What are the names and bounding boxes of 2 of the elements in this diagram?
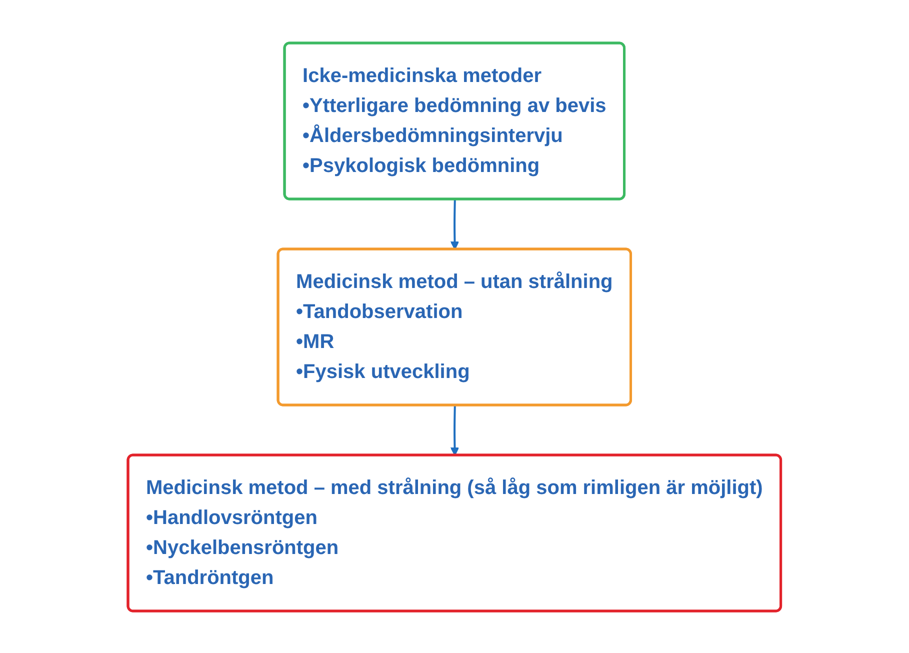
arrow xyxy=(450,198,460,250)
arrow xyxy=(450,404,460,456)
